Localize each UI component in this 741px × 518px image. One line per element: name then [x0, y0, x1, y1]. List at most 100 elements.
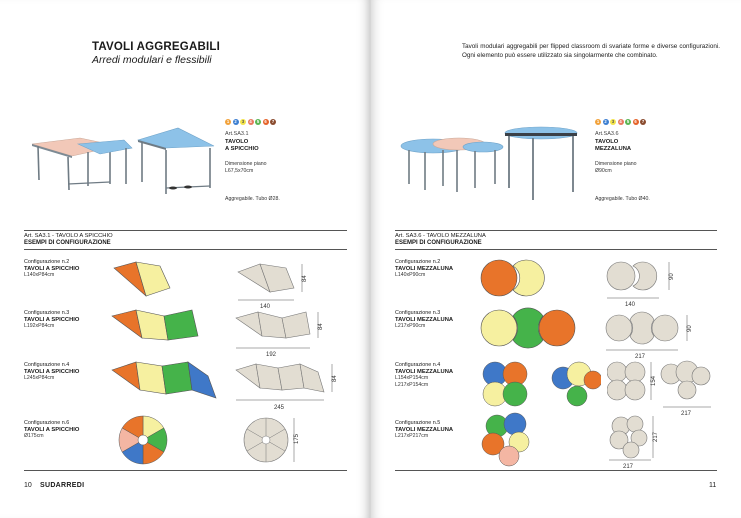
- config-name: TAVOLI MEZZALUNA: [395, 368, 454, 375]
- product-art-code: Art.SA3.6: [595, 131, 619, 137]
- color-dot: 2: [232, 119, 239, 125]
- wedge-yellow: [135, 361, 167, 395]
- color-dot: 5: [625, 119, 631, 125]
- halfmoon-shape: [626, 415, 644, 433]
- halfmoon-shape: [624, 361, 646, 383]
- halfmoon-yellow: [512, 259, 545, 297]
- product-name-line2: MEZZALUNA: [595, 146, 632, 152]
- wedge-shape: [235, 311, 263, 337]
- config-dims: L217xP90cm: [395, 323, 426, 329]
- config-3-text: Configurazione n.3 TAVOLI A SPICCHIO L19…: [24, 310, 79, 330]
- color-options: 1 2 3 4 5 6 7: [595, 119, 646, 125]
- product-dim-label: Dimensione piano: [595, 161, 637, 167]
- product-name-line2: A SPICCHIO: [225, 146, 259, 152]
- height-dimension: 217: [653, 431, 659, 442]
- halfmoon-shape: [651, 314, 679, 342]
- config-name: TAVOLI A SPICCHIO: [24, 368, 80, 375]
- product-dim-value: L67,5x70cm: [225, 168, 254, 174]
- wedge-orange: [121, 415, 144, 441]
- wedge-shape: [277, 363, 305, 391]
- page-subtitle: Arredi modulari e flessibili: [92, 54, 212, 66]
- config-label: Configurazione n.2: [24, 259, 70, 265]
- center-hole: [137, 434, 149, 446]
- halfmoon-shape: [624, 379, 646, 401]
- color-dot: 6: [262, 119, 269, 125]
- config-name: TAVOLI A SPICCHIO: [24, 316, 80, 323]
- halfmoon-orange: [481, 432, 505, 456]
- section-art: Art. SA3.1 - TAVOLO A SPICCHIO: [24, 233, 113, 239]
- config-name: TAVOLI MEZZALUNA: [395, 426, 454, 433]
- height-dimension: 175: [294, 433, 300, 444]
- config-dims: L140xP90cm: [395, 272, 426, 278]
- color-dot: 4: [617, 119, 624, 125]
- width-dimension: 217: [681, 411, 692, 417]
- color-dot: 4: [247, 119, 254, 125]
- config-label: Configurazione n.4: [24, 362, 70, 368]
- color-dot: 5: [255, 119, 261, 125]
- product-photo-tavolo-a-spicchio: [31, 127, 215, 194]
- color-options: 1 2 3 4 5 6 7: [225, 119, 276, 125]
- section-rule-bottom: [24, 249, 347, 250]
- halfmoon-shape: [632, 261, 658, 291]
- halfmoon-green: [512, 307, 544, 349]
- config-label: Configurazione n.3: [395, 310, 441, 316]
- config-label: Configurazione n.6: [24, 420, 70, 426]
- brand-name: SUDARREDI: [40, 482, 85, 489]
- section-rule-top: [24, 230, 347, 231]
- color-dot: 1: [225, 119, 231, 125]
- color-dot: 7: [640, 119, 646, 125]
- section-rule-top: [395, 230, 717, 231]
- intro-text: Tavoli modulari aggregabili per flipped …: [462, 43, 720, 59]
- halfmoon-shape: [691, 366, 711, 386]
- halfmoon-green: [566, 385, 588, 407]
- footer-rule: [24, 470, 347, 471]
- config-4-text: Configurazione n.4 TAVOLI A SPICCHIO L24…: [24, 362, 79, 382]
- config-3-dimension-diagram: 217 90: [605, 311, 693, 360]
- color-dot: 2: [602, 119, 609, 125]
- left-page: TAVOLI AGGREGABILI Arredi modulari e fle…: [0, 0, 370, 518]
- page-number: 10: [24, 482, 32, 489]
- config-2-color-diagram: [113, 261, 171, 297]
- section-title: ESEMPI DI CONFIGURAZIONE: [395, 240, 482, 246]
- color-dot: 3: [240, 119, 246, 125]
- wedge-yellow: [135, 261, 171, 297]
- height-dimension: 90: [669, 273, 675, 280]
- product-dim-label: Dimensione piano: [225, 161, 267, 167]
- product-name-line1: TAVOLO: [595, 139, 619, 145]
- config-3-text: Configurazione n.3 TAVOLI MEZZALUNA L217…: [395, 310, 453, 330]
- halfmoon-yellow: [480, 309, 518, 347]
- product-art-code: Art.SA3.1: [225, 131, 249, 137]
- wedge-green: [163, 309, 199, 341]
- halfmoon-shape: [609, 430, 629, 450]
- config-dims: L217xP217cm: [395, 433, 429, 439]
- config-5-text: Configurazione n.5 TAVOLI MEZZALUNA L217…: [395, 420, 453, 440]
- halfmoon-orange: [480, 259, 518, 297]
- wedge-shape: [299, 363, 325, 393]
- halfmoon-shape: [605, 314, 633, 342]
- right-page: Tavoli modulari aggregabili per flipped …: [371, 0, 741, 518]
- config-6-color-diagram: [118, 415, 168, 465]
- config-2-text: Configurazione n.2 TAVOLI A SPICCHIO L14…: [24, 259, 79, 279]
- product-dim-value: Ø90cm: [595, 168, 612, 174]
- config-label: Configurazione n.3: [24, 310, 70, 316]
- product-photo-tavolo-mezzaluna: [400, 126, 578, 200]
- halfmoon-shape: [607, 379, 628, 401]
- height-dimension: 84: [332, 375, 338, 382]
- wedge-table-2: [136, 127, 215, 194]
- height-dimension: 90: [687, 325, 693, 332]
- config-4-dimension-diagram: 245 84: [235, 363, 338, 411]
- config-label: Configurazione n.4: [395, 362, 441, 368]
- height-dimension: 154: [651, 375, 657, 386]
- config-4-text: Configurazione n.4 TAVOLI MEZZALUNA L154…: [395, 362, 453, 388]
- color-dot: 3: [610, 119, 616, 125]
- config-6-text: Configurazione n.6 TAVOLI A SPICCHIO Ø17…: [24, 420, 79, 440]
- width-dimension: 217: [623, 464, 634, 470]
- page-title: TAVOLI AGGREGABILI: [92, 41, 220, 53]
- config-4-color-diagram: [111, 361, 217, 399]
- config-3-dimension-diagram: 192 84: [235, 311, 324, 358]
- config-name: TAVOLI MEZZALUNA: [395, 265, 454, 272]
- height-dimension: 84: [318, 323, 324, 330]
- config-5-dimension-diagram: 217 217: [609, 415, 659, 470]
- config-dims: L245xP84cm: [24, 375, 55, 381]
- halfmoon-shape: [677, 380, 697, 400]
